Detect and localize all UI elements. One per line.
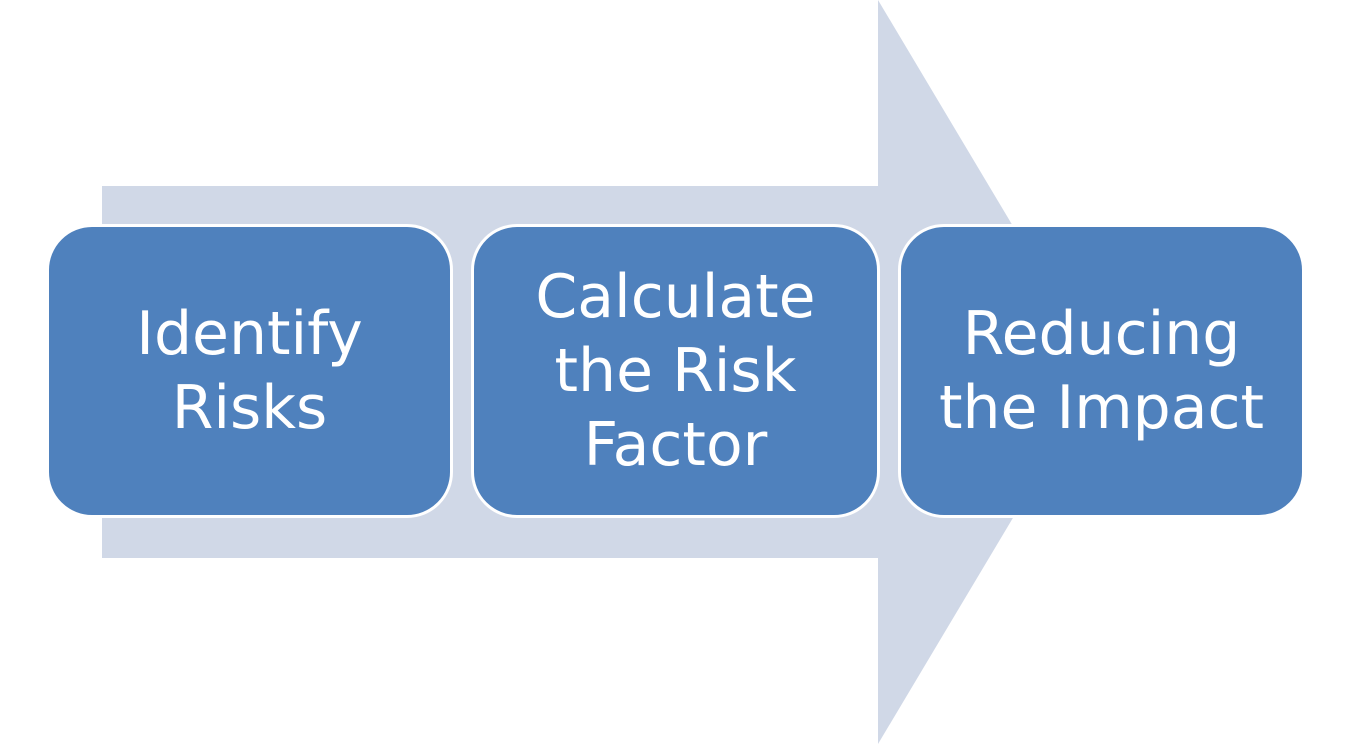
step-reducing-impact: Reducing the Impact [898, 224, 1305, 518]
step-label: Reducing the Impact [938, 299, 1265, 443]
step-calculate-risk-factor: Calculate the Risk Factor [471, 224, 880, 518]
step-label: Calculate the Risk Factor [535, 262, 816, 480]
step-identify-risks: Identify Risks [46, 224, 453, 518]
step-label: Identify Risks [136, 299, 363, 443]
